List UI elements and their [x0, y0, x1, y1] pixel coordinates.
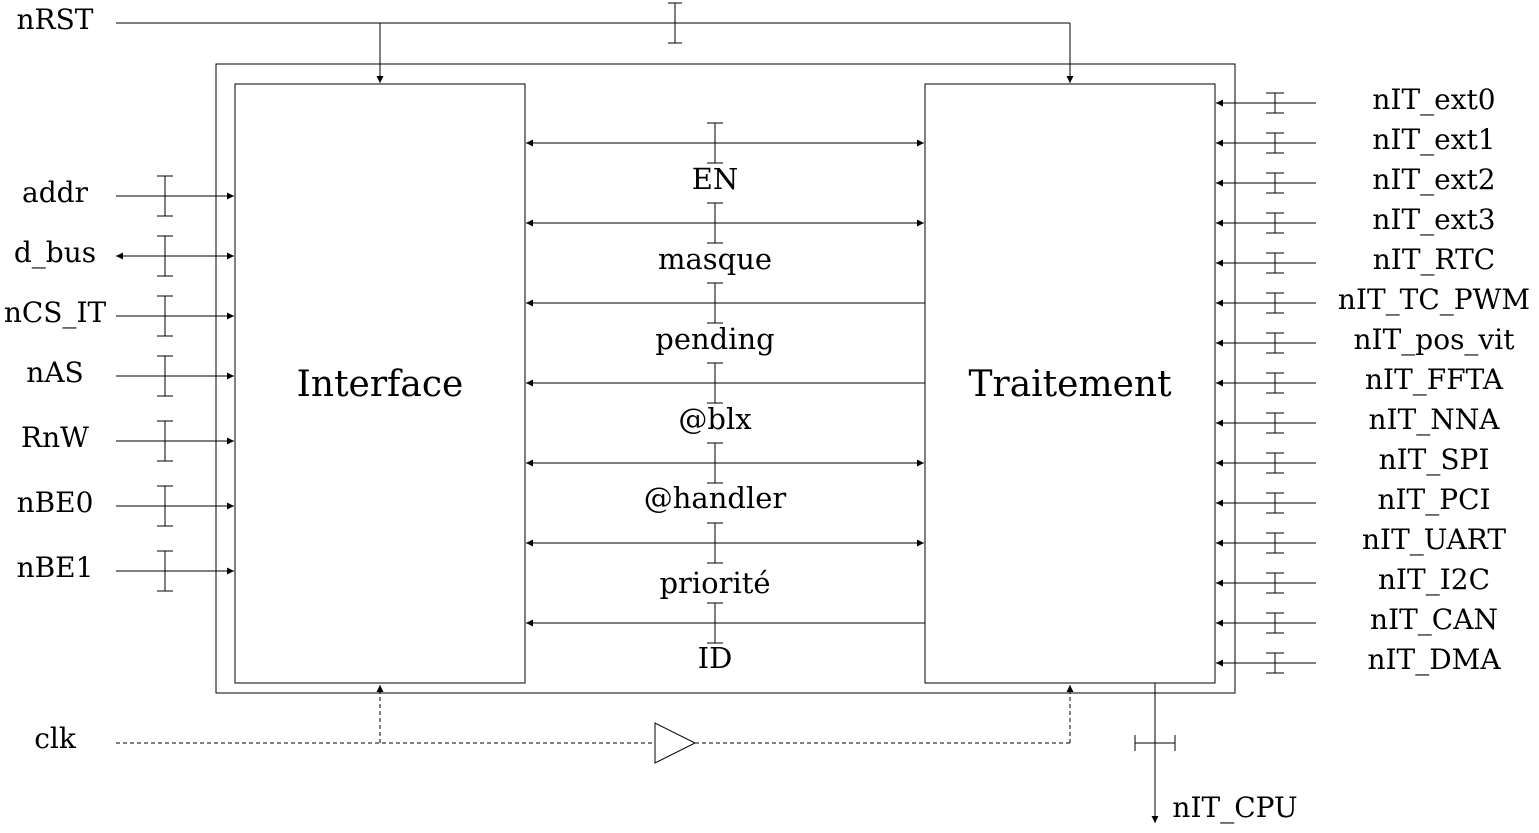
nrst-label: nRST: [17, 3, 94, 36]
clock-buffer-icon: [654, 722, 697, 764]
right-signal-nit-ext2: nIT_ext2: [1216, 163, 1496, 196]
bus-label: priorité: [659, 566, 770, 600]
nit-cpu-label: nIT_CPU: [1172, 791, 1297, 824]
right-signal-label: nIT_DMA: [1367, 643, 1501, 676]
right-signal-label: nIT_RTC: [1373, 243, 1495, 276]
right-signal-nit-ext0: nIT_ext0: [1216, 83, 1496, 116]
bus-label: masque: [658, 242, 772, 276]
right-signal-label: nIT_CAN: [1370, 603, 1498, 636]
right-signal-label: nIT_NNA: [1369, 403, 1501, 436]
left-signal-label: nBE0: [17, 486, 94, 519]
bus-handler: @handler: [526, 442, 924, 515]
right-signal-nit-dma: nIT_DMA: [1216, 643, 1501, 676]
traitement-block-label: Traitement: [968, 364, 1172, 405]
left-signal-addr: addr: [22, 175, 234, 217]
left-signal-label: nCS_IT: [4, 296, 107, 329]
interface-block-label: Interface: [297, 364, 464, 405]
right-signal-nit-ext3: nIT_ext3: [1216, 203, 1496, 236]
right-signal-label: nIT_SPI: [1379, 443, 1490, 476]
bus-label: EN: [692, 162, 739, 196]
right-signal-nit-uart: nIT_UART: [1216, 523, 1506, 556]
right-signal-nit-pos-vit: nIT_pos_vit: [1216, 323, 1515, 356]
right-signal-label: nIT_FFTA: [1365, 363, 1504, 396]
left-signal-ncs-it: nCS_IT: [4, 295, 234, 337]
right-signal-label: nIT_ext3: [1372, 203, 1495, 236]
right-signal-nit-nna: nIT_NNA: [1216, 403, 1500, 436]
right-signal-label: nIT_TC_PWM: [1338, 283, 1530, 316]
right-signal-nit-spi: nIT_SPI: [1216, 443, 1489, 476]
bus-label: ID: [698, 641, 733, 675]
right-signal-nit-tc-pwm: nIT_TC_PWM: [1216, 283, 1530, 316]
bus-priorit: priorité: [526, 522, 924, 600]
interface-block: [234, 83, 526, 684]
right-signal-label: nIT_ext1: [1372, 123, 1495, 156]
right-signal-nit-can: nIT_CAN: [1216, 603, 1498, 636]
right-signal-nit-rtc: nIT_RTC: [1216, 243, 1495, 276]
clk-label: clk: [34, 722, 77, 755]
left-signal-nbe0: nBE0: [17, 485, 234, 527]
left-signal-label: nAS: [26, 356, 83, 389]
left-signal-label: nBE1: [17, 551, 94, 584]
left-signal-label: RnW: [21, 421, 89, 454]
left-signal-label: d_bus: [14, 236, 96, 269]
right-signal-label: nIT_ext2: [1372, 163, 1495, 196]
cpu-output-signal: nIT_CPU: [1134, 683, 1298, 824]
left-signal-nas: nAS: [26, 355, 234, 397]
clock-signal: clk: [34, 685, 1074, 764]
bus-masque: masque: [526, 202, 924, 276]
bus-label: @blx: [678, 402, 751, 436]
left-signal-label: addr: [22, 176, 89, 209]
right-signal-label: nIT_pos_vit: [1354, 323, 1516, 356]
right-signal-label: nIT_PCI: [1377, 483, 1490, 516]
bus-blx: @blx: [526, 362, 925, 436]
bus-en: EN: [526, 122, 924, 196]
right-signal-nit-ext1: nIT_ext1: [1216, 123, 1496, 156]
bus-pending: pending: [526, 282, 925, 356]
bus-id: ID: [526, 602, 925, 675]
nrst-signal: nRST: [17, 2, 1074, 83]
outer-boundary: [215, 63, 1236, 694]
left-signals: addr d_bus nCS_IT nAS RnW nBE0 nBE1: [4, 175, 234, 592]
left-signal-nbe1: nBE1: [17, 550, 234, 592]
left-signal-d-bus: d_bus: [14, 235, 234, 277]
left-signal-rnw: RnW: [21, 420, 234, 462]
bus-label: pending: [655, 322, 774, 356]
right-signals: nIT_ext0 nIT_ext1 nIT_ext2 nIT_ext3 nIT_RTCn…: [1216, 83, 1530, 676]
right-signal-label: nIT_UART: [1362, 523, 1506, 556]
right-signal-nit-pci: nIT_PCI: [1216, 483, 1491, 516]
right-signal-nit-ffta: nIT_FFTA: [1216, 363, 1504, 396]
right-signal-label: nIT_ext0: [1372, 83, 1495, 116]
right-signal-label: nIT_I2C: [1378, 563, 1490, 596]
right-signal-nit-i2c: nIT_I2C: [1216, 563, 1490, 596]
bus-label: @handler: [644, 481, 787, 515]
